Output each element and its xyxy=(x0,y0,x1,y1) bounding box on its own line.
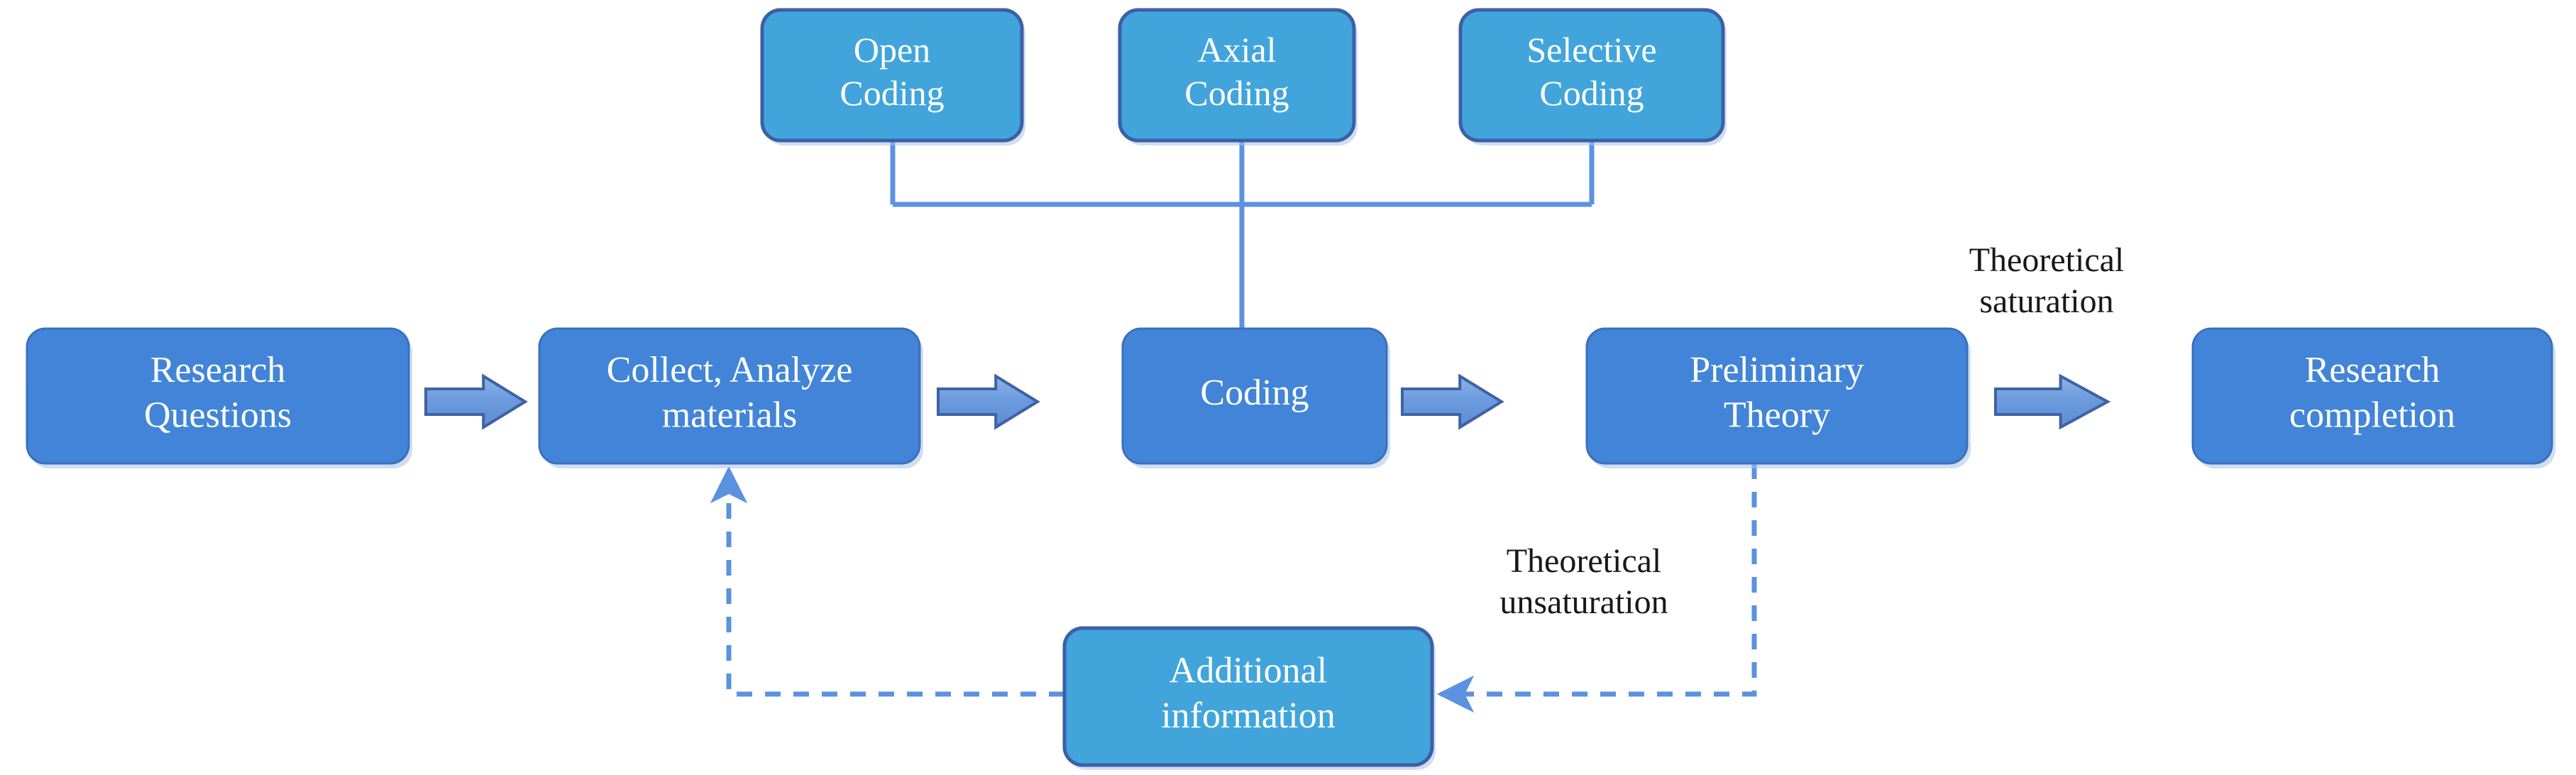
node-label-line: Coding xyxy=(1200,373,1309,413)
node-label-line: Selective xyxy=(1526,30,1656,70)
block-arrows-layer xyxy=(424,373,2111,430)
node-label-line: Collect, Analyze xyxy=(607,350,853,390)
node-box[interactable] xyxy=(538,327,921,465)
node-box[interactable] xyxy=(1062,626,1434,767)
node-box[interactable] xyxy=(26,327,410,465)
edge-label-line: unsaturation xyxy=(1499,583,1668,621)
node-label-line: Axial xyxy=(1197,30,1276,70)
node-label-line: Coding xyxy=(1184,73,1289,113)
node-label-line: Research xyxy=(2305,350,2440,390)
node-label-line: Theory xyxy=(1724,395,1830,436)
arrow-theory-to-completion xyxy=(1994,373,2111,430)
node-coding[interactable]: Coding xyxy=(1121,327,1390,468)
node-collect-analyze[interactable]: Collect, Analyze materials xyxy=(538,327,923,468)
connector-additional-info-to-collect xyxy=(710,466,1064,697)
node-label-line: Preliminary xyxy=(1690,350,1864,390)
arrow-coding-to-theory xyxy=(1401,373,1504,430)
connector-theory-unsaturation-loop xyxy=(1436,463,1757,713)
node-box[interactable] xyxy=(1458,8,1725,143)
node-label-line: materials xyxy=(662,395,798,436)
node-box[interactable] xyxy=(760,8,1024,143)
edge-label-line: saturation xyxy=(1979,282,2113,320)
node-additional-information[interactable]: Additional information xyxy=(1062,626,1436,770)
edge-labels-layer: TheoreticalsaturationTheoreticalunsatura… xyxy=(1499,241,2124,621)
node-box[interactable] xyxy=(1121,327,1388,465)
node-box[interactable] xyxy=(1585,327,1969,465)
connectors-layer xyxy=(710,141,1757,713)
edge-label-line: Theoretical xyxy=(1969,241,2125,279)
node-box[interactable] xyxy=(1118,8,1356,143)
node-label-line: information xyxy=(1161,696,1336,736)
edge-label-line: Theoretical xyxy=(1507,542,1662,580)
arrow-collect-to-coding xyxy=(937,373,1040,430)
arrow-rq-to-collect xyxy=(424,373,528,430)
node-label-line: Research xyxy=(150,350,286,390)
node-label-line: Questions xyxy=(144,395,292,436)
node-label-line: Coding xyxy=(1539,73,1644,113)
node-research-completion[interactable]: Research completion xyxy=(2191,327,2555,468)
node-label-line: completion xyxy=(2289,395,2455,436)
node-label-line: Open xyxy=(854,30,930,70)
node-label-line: Coding xyxy=(840,73,944,113)
node-box[interactable] xyxy=(2191,327,2553,465)
node-label-line: Additional xyxy=(1169,651,1327,691)
